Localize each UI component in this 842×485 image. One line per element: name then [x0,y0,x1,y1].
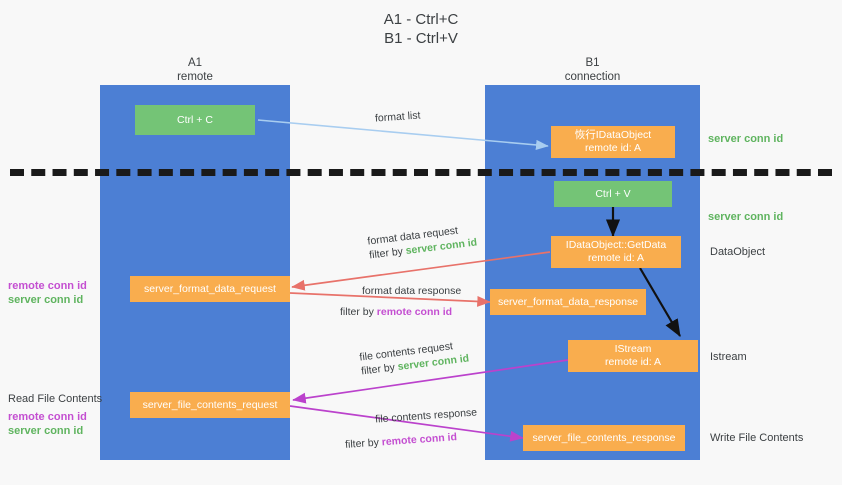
label-filter-by-prefix-1: filter by [368,245,407,262]
note-server-conn-id-top: server conn id [708,133,784,145]
box-istream[interactable]: IStream remote id: A [568,340,698,372]
label-format-data-response-line1: format data response [362,285,462,297]
note-write-file-contents: Write File Contents [710,432,804,444]
note-server-conn-id-mid: server conn id [708,211,784,223]
note-remote-conn-id-bottom: remote conn id [8,411,87,423]
label-remote-conn-id-tag-2: remote conn id [381,431,458,449]
column-header-b1: B1 connection [564,57,621,83]
note-istream: Istream [710,351,747,363]
note-server-conn-id-left-bottom: server conn id [8,425,84,437]
note-conn-ids-bottom: remote conn id server conn id [8,410,87,438]
label-filter-by-prefix-2: filter by [340,306,377,318]
box-server-format-data-request[interactable]: server_format_data_request [130,276,290,302]
note-remote-conn-id-top: remote conn id [8,280,87,292]
box-get-data[interactable]: IDataObject::GetData remote id: A [551,236,681,268]
label-file-contents-request: file contents request filter by server c… [359,337,470,378]
note-data-object: DataObject [710,246,766,258]
label-file-contents-response-line2: filter by remote conn id [345,430,458,452]
label-filter-by-prefix-3: filter by [360,361,399,378]
label-filter-by-prefix-4: filter by [344,436,383,451]
box-ctrl-v[interactable]: Ctrl + V [554,181,672,207]
dashed-divider [10,169,832,176]
box-server-format-data-response[interactable]: server_format_data_response [490,289,646,315]
note-conn-ids-top: remote conn id server conn id [8,279,87,307]
note-read-file-contents: Read File Contents [8,393,103,405]
note-server-conn-id-left-top: server conn id [8,294,84,306]
label-file-contents-response-line1: file contents response [374,406,478,426]
column-header-a1: A1 remote [177,57,213,83]
label-format-data-response-line2: filter by remote conn id [340,305,452,319]
box-server-file-contents-response[interactable]: server_file_contents_response [523,425,685,451]
page-title: A1 - Ctrl+C B1 - Ctrl+V [383,11,459,47]
box-ctrl-c[interactable]: Ctrl + C [135,105,255,135]
box-data-object[interactable]: 恢行IDataObject remote id: A [551,126,675,158]
label-format-data-request: format data request filter by server con… [367,221,478,262]
label-remote-conn-id-tag-1: remote conn id [376,306,453,318]
label-format-list: format list [374,109,421,125]
box-server-file-contents-request[interactable]: server_file_contents_request [130,392,290,418]
